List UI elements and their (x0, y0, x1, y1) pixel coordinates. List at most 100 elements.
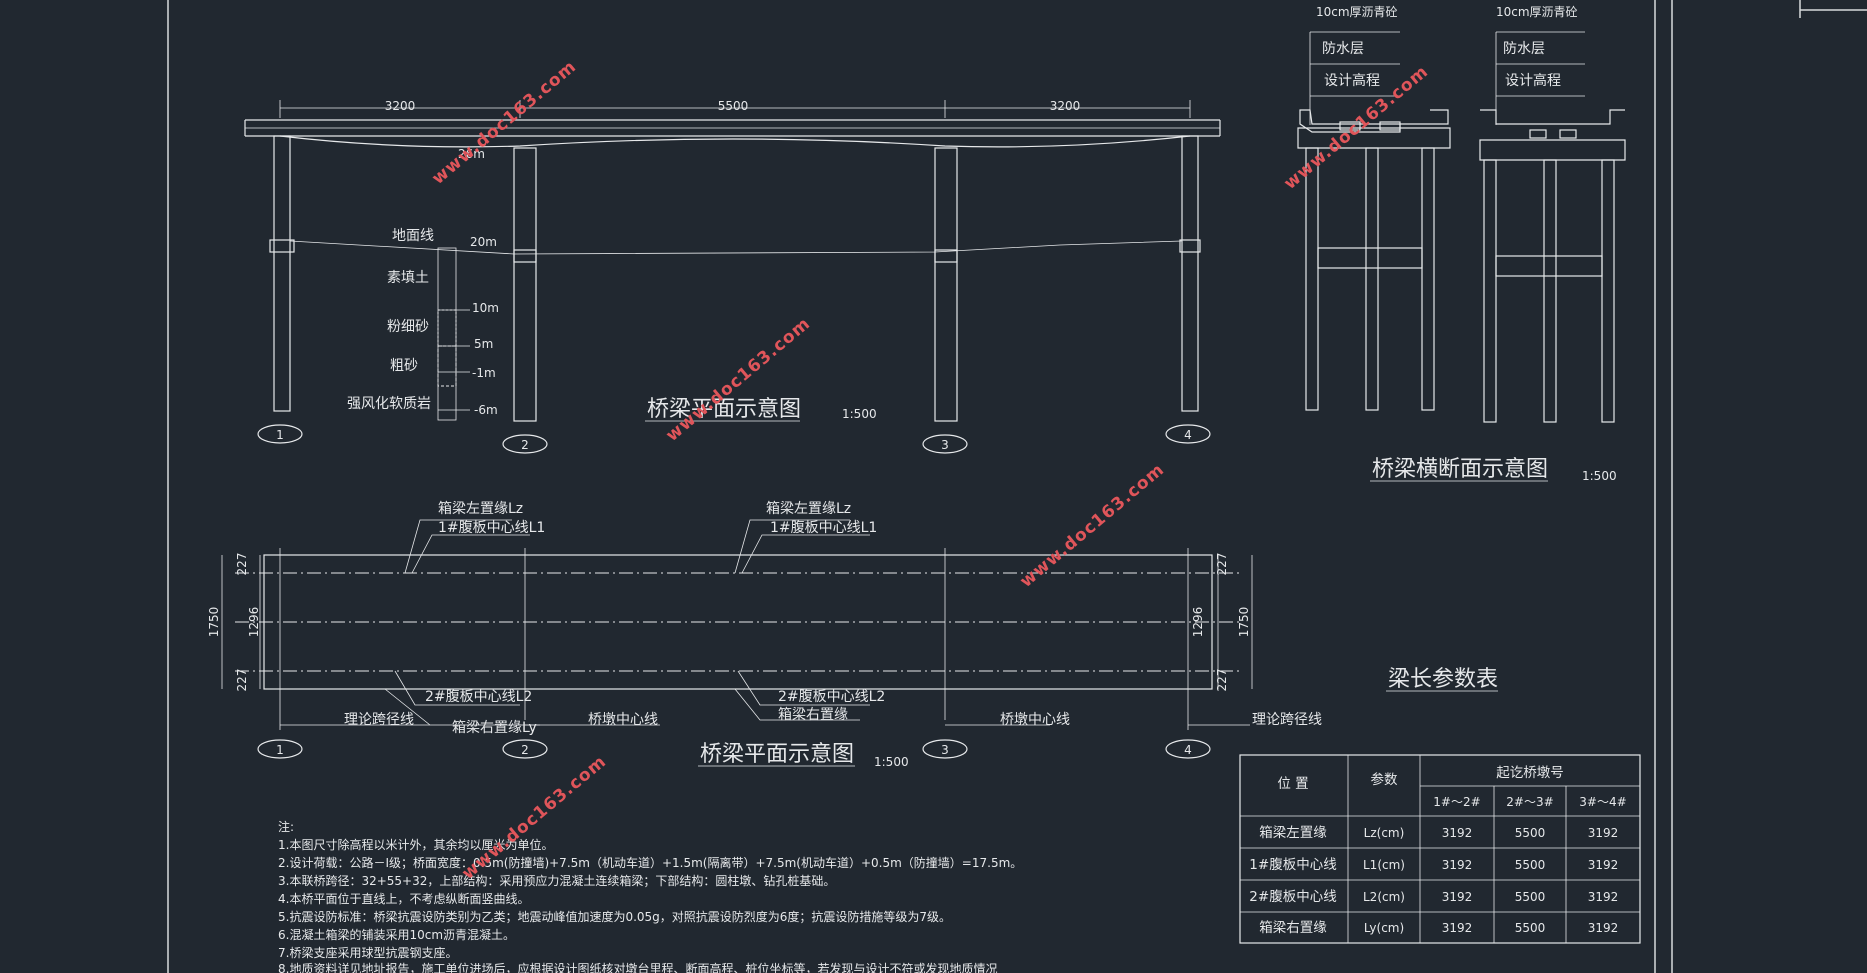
right-dim-bottom: 227 (1215, 669, 1229, 692)
cross-section-right: 10cm厚沥青砼 防水层 设计高程 (1479, 5, 1626, 423)
plan-bottom-b-2: 箱梁右置缘 (778, 707, 848, 723)
left-dim-top: 227 (235, 553, 249, 576)
note-line-1: 1.本图尺寸除高程以米计外，其余均以厘米为单位。 (278, 837, 553, 852)
table-cell: 5500 (1515, 858, 1546, 872)
left-dim-total: 1750 (207, 607, 221, 638)
cross-left-label-2: 防水层 (1322, 41, 1364, 57)
note-line-8: 8.地质资料详见地址报告，施工单位进场后，应根据设计图纸核对墩台里程、断面高程、… (278, 961, 997, 973)
axis-label-3: 桥墩中心线 (1000, 712, 1070, 728)
cross-right-label-3: 设计高程 (1505, 72, 1561, 89)
left-dim-bottom: 227 (235, 669, 249, 692)
watermarks: www.doc163.com www.doc163.com www.doc163… (428, 57, 1432, 884)
table-cell: 5500 (1515, 826, 1546, 840)
table-row-param: Ly(cm) (1364, 921, 1404, 935)
span-dim-2: 5500 (718, 99, 749, 113)
plan-pier-3: 3 (941, 743, 949, 757)
table-cell: 5500 (1515, 921, 1546, 935)
pier-4: 4 (1184, 428, 1192, 442)
ground-label: 地面线 (392, 228, 434, 244)
cross-right-label-2: 防水层 (1503, 41, 1545, 57)
elevation-scale: 1:500 (842, 407, 877, 421)
plan-pier-2: 2 (521, 743, 529, 757)
plan-scale: 1:500 (874, 755, 909, 769)
axis-label-4: 理论跨径线 (1252, 712, 1322, 728)
layer-1: 素填土 (387, 270, 429, 286)
table-header-position: 位 置 (1277, 776, 1308, 792)
table-row-name: 箱梁左置缘 (1259, 825, 1327, 841)
note-line-6: 6.混凝土箱梁的铺装采用10cm沥青混凝土。 (278, 927, 515, 942)
cross-section: 10cm厚沥青砼 防水层 设计高程 10cm厚沥青砼 防水层 设计高程 (1297, 5, 1626, 483)
plan-pier-markers: 1 2 3 4 (257, 739, 1211, 759)
table-header-param: 参数 (1371, 771, 1399, 788)
plan-title: 桥梁平面示意图 (700, 742, 854, 767)
table-col-1: 1#～2# (1433, 795, 1480, 809)
drawing-frame (167, 0, 1867, 973)
beam-length-table: 梁长参数表 位 置 参数 起讫桥墩号 1#～2# 2#～3# 3#～4# 箱梁左… (1239, 667, 1641, 944)
bridge-elevation: 3200 5500 3200 地面线 素填土 (244, 99, 1221, 454)
pier-2: 2 (521, 438, 529, 452)
table-header-group: 起讫桥墩号 (1496, 765, 1564, 781)
plan-top-a-1: 箱梁左置缘Lz (438, 501, 523, 517)
plan-top-b-2: 1#腹板中心线L1 (770, 519, 877, 536)
elevation-pier-markers: 1 2 3 4 (257, 424, 1211, 454)
table-col-3: 3#～4# (1579, 795, 1626, 809)
plan-pier-4: 4 (1184, 743, 1192, 757)
right-dim-top: 227 (1215, 553, 1229, 576)
table-row-name: 箱梁右置缘 (1259, 920, 1327, 936)
table-row-name: 2#腹板中心线 (1249, 888, 1336, 905)
plan-top-b-1: 箱梁左置缘Lz (766, 501, 851, 517)
plan-bottom-a-1: 2#腹板中心线L2 (425, 688, 532, 705)
table-col-2: 2#～3# (1506, 795, 1553, 809)
cross-section-left: 10cm厚沥青砼 防水层 设计高程 (1297, 5, 1451, 411)
note-line-2: 2.设计荷载：公路－Ⅰ级；桥面宽度：0.5m(防撞墙)+7.5m（机动车道）+1… (278, 855, 1022, 870)
table-cell: 3192 (1442, 890, 1473, 904)
left-dim-mid: 1296 (247, 607, 261, 638)
table-cell: 3192 (1588, 858, 1619, 872)
watermark: www.doc163.com (1016, 460, 1168, 592)
cross-left-label-1: 10cm厚沥青砼 (1316, 5, 1398, 19)
cross-right-label-1: 10cm厚沥青砼 (1496, 5, 1578, 19)
watermark: www.doc163.com (662, 314, 814, 446)
top-level: 26m (458, 147, 485, 161)
level-3: 5m (474, 337, 493, 351)
level-5: -6m (474, 403, 498, 417)
cross-scale: 1:500 (1582, 469, 1617, 483)
table-row-param: L2(cm) (1363, 890, 1405, 904)
design-notes: 注: 1.本图尺寸除高程以米计外，其余均以厘米为单位。 2.设计荷载：公路－Ⅰ级… (278, 819, 1022, 973)
notes-heading: 注: (278, 819, 294, 834)
axis-label-2: 桥墩中心线 (588, 712, 658, 728)
note-line-5: 5.抗震设防标准：桥梁抗震设防类别为乙类；地震动峰值加速度为0.05g，对照抗震… (278, 909, 951, 924)
table-cell: 3192 (1442, 858, 1473, 872)
table-cell: 3192 (1442, 921, 1473, 935)
level-2: 10m (472, 301, 499, 315)
bridge-plan: 1750 227 1296 227 1750 227 1296 227 箱梁左置… (207, 501, 1322, 769)
pier-3: 3 (941, 438, 949, 452)
table-title: 梁长参数表 (1388, 667, 1498, 692)
table-row-name: 1#腹板中心线 (1249, 856, 1336, 873)
note-line-7: 7.桥梁支座采用球型抗震钢支座。 (278, 945, 457, 960)
axis-label-1: 理论跨径线 (344, 712, 414, 728)
level-4: -1m (472, 366, 496, 380)
cross-left-label-3: 设计高程 (1324, 72, 1380, 89)
right-dim-mid: 1296 (1191, 607, 1205, 638)
plan-top-a-2: 1#腹板中心线L1 (438, 519, 545, 536)
borehole-log: 素填土 粉细砂 粗砂 强风化软质岩 20m 10m 5m -1m -6m 26m (347, 147, 499, 421)
span-dim-3: 3200 (1050, 99, 1081, 113)
ground-line (289, 240, 1183, 255)
plan-bottom-b-1: 2#腹板中心线L2 (778, 688, 885, 705)
level-1: 20m (470, 235, 497, 249)
layer-3: 粗砂 (390, 358, 418, 374)
elevation-title: 桥梁平面示意图 (647, 397, 801, 422)
right-dim-total: 1750 (1237, 607, 1251, 638)
table-cell: 5500 (1515, 890, 1546, 904)
note-line-3: 3.本联桥跨径：32+55+32，上部结构：采用预应力混凝土连续箱梁；下部结构：… (278, 873, 835, 888)
elevation-piers (269, 135, 1201, 422)
table-cell: 3192 (1588, 890, 1619, 904)
table-cell: 3192 (1588, 826, 1619, 840)
table-row-param: L1(cm) (1363, 858, 1405, 872)
table-cell: 3192 (1442, 826, 1473, 840)
table-row-param: Lz(cm) (1364, 826, 1405, 840)
layer-2: 粉细砂 (387, 319, 429, 335)
pier-1: 1 (276, 428, 284, 442)
